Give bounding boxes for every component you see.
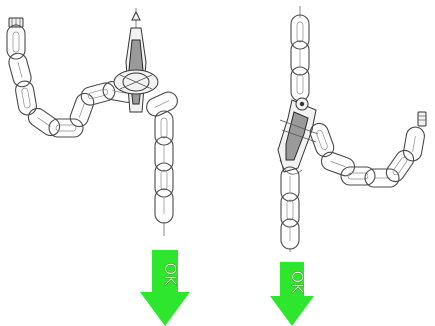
right-hook-fitting [277,97,319,175]
right-loaded-chain [280,166,300,252]
right-chain-tail [417,111,427,127]
right-slack-chain [309,111,427,188]
left-arrow-shape [140,250,190,326]
right-figure: OK [270,6,427,326]
right-arrow-label: OK [288,270,307,294]
right-arrow-shape [270,262,314,326]
left-figure: OK [6,8,190,326]
left-load-arrow: OK [140,250,190,326]
right-upper-chain [290,6,310,102]
left-loaded-chain [146,91,178,236]
left-arrow-label: OK [161,262,180,286]
right-load-arrow: OK [270,262,314,326]
left-chain-tail [8,17,24,28]
left-hook-fitting [113,8,159,113]
